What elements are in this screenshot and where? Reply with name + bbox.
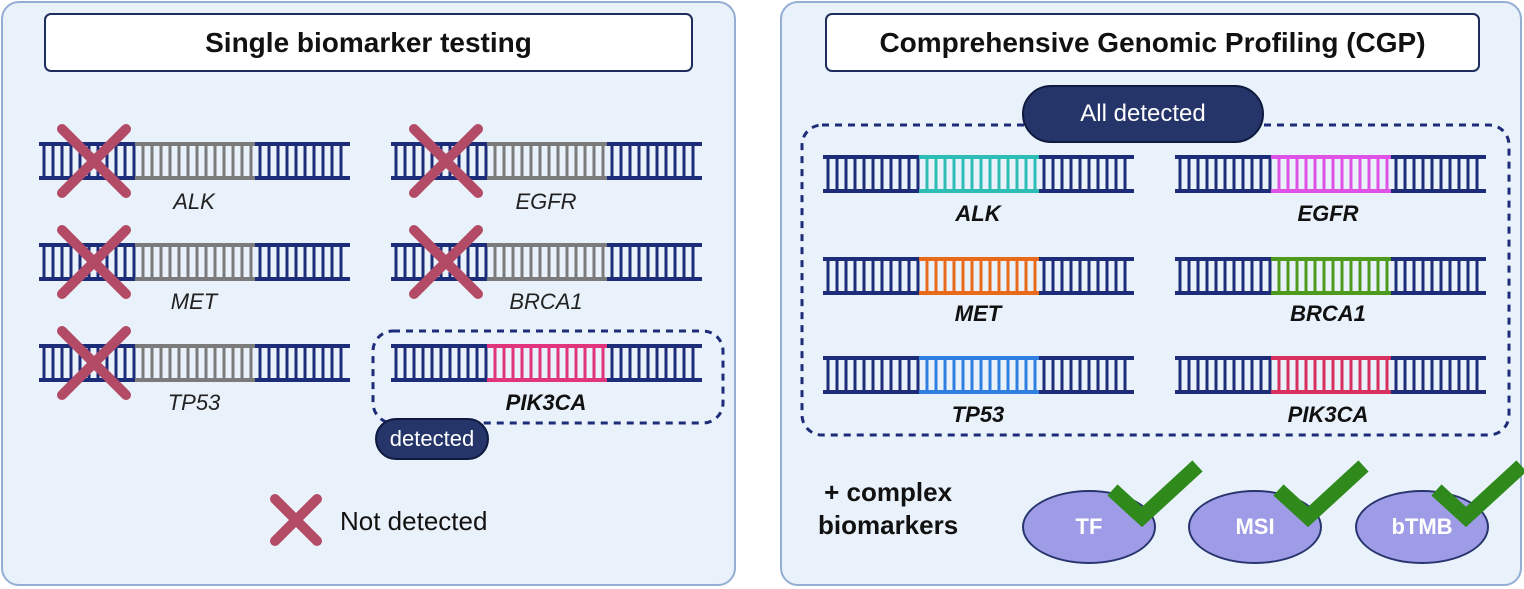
dna-strand-egfr	[391, 142, 702, 180]
gene-label-egfr: EGFR	[1297, 201, 1359, 226]
panel-title: Comprehensive Genomic Profiling (CGP)	[825, 13, 1480, 72]
dna-strand-brca1	[1175, 257, 1486, 295]
biomarker-oval-tf: TF	[1022, 490, 1156, 564]
gene-label-tp53: TP53	[167, 390, 221, 415]
gene-label-alk: ALK	[955, 201, 1001, 226]
panel-cgp: Comprehensive Genomic Profiling (CGP) Al…	[780, 1, 1524, 586]
all-detected-badge: All detected	[1022, 85, 1264, 143]
dna-strand-met	[823, 257, 1134, 295]
legend-not-detected-label: Not detected	[340, 506, 488, 536]
gene-label-egfr: EGFR	[515, 189, 577, 214]
cross-icon	[409, 225, 483, 299]
check-marks-layer	[1107, 460, 1524, 528]
dna-strand-pik3ca	[1175, 356, 1486, 394]
gene-label-alk: ALK	[173, 189, 215, 214]
gene-label-brca1: BRCA1	[1290, 301, 1366, 326]
dna-strands-cgp	[800, 123, 1511, 437]
panel-single-biomarker: Single biomarker testing ALK EGFR MET BR…	[1, 1, 736, 586]
cross-icon	[57, 326, 131, 400]
cross-icon	[57, 124, 131, 198]
dna-strand-egfr	[1175, 155, 1486, 193]
gene-label-pik3ca: PIK3CA	[505, 390, 587, 415]
complex-line-1: + complex	[824, 477, 953, 507]
cross-icon	[57, 225, 131, 299]
all-detected-dashed-box	[800, 123, 1511, 437]
gene-label-brca1: BRCA1	[509, 289, 583, 314]
dna-strand-met	[39, 243, 350, 281]
panel-title: Single biomarker testing	[44, 13, 693, 72]
cross-icon	[270, 494, 322, 546]
gene-label-met: MET	[170, 289, 218, 314]
check-icon	[1273, 460, 1369, 528]
gene-label-pik3ca: PIK3CA	[1287, 402, 1369, 427]
dna-strand-tp53	[39, 344, 350, 382]
detected-dashed-box	[371, 329, 725, 425]
check-icon	[1431, 460, 1524, 528]
gene-label-met: MET	[954, 301, 1002, 326]
detected-badge: detected	[375, 418, 489, 460]
cross-icon	[409, 124, 483, 198]
complex-biomarkers-text: + complex biomarkers	[818, 476, 958, 542]
gene-label-tp53: TP53	[951, 402, 1005, 427]
complex-line-2: biomarkers	[818, 510, 959, 540]
dna-strands-single	[39, 124, 725, 546]
check-icon	[1107, 460, 1203, 528]
dna-strand-alk	[823, 155, 1134, 193]
dna-strand-tp53	[823, 356, 1134, 394]
dna-strand-pik3ca	[391, 344, 702, 382]
biomarker-oval-btmb: bTMB	[1355, 490, 1489, 564]
